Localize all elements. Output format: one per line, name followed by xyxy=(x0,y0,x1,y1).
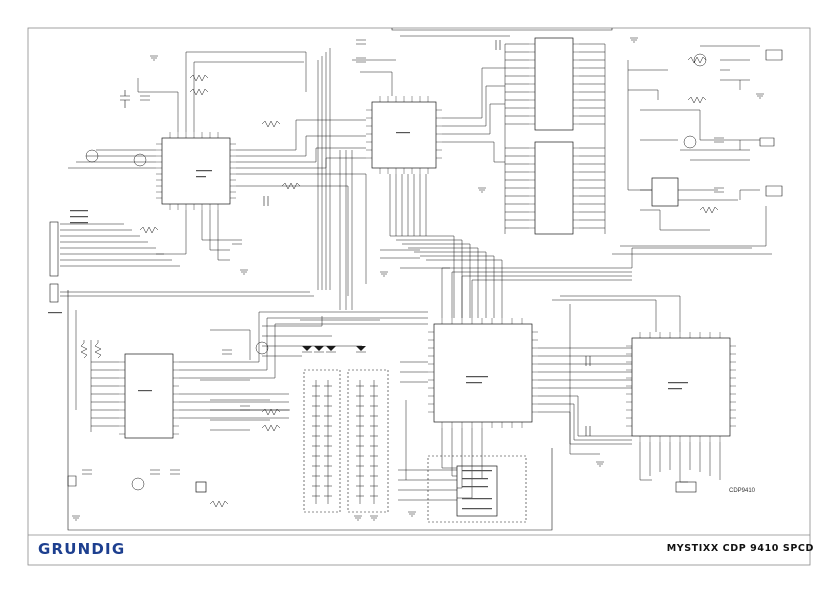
ic-dram-upper xyxy=(534,37,574,131)
transistors xyxy=(85,53,707,491)
capacitors xyxy=(82,39,724,475)
circuit-boundary xyxy=(67,28,613,531)
eeprom-frame xyxy=(427,455,527,523)
schematic-code: CDP9410 xyxy=(729,488,756,494)
ic-main-processor xyxy=(433,323,533,423)
ic-chips xyxy=(124,37,731,517)
ic-pins xyxy=(119,43,736,442)
ic-decoder xyxy=(371,101,437,169)
brand-logo: GRUNDIG xyxy=(38,540,126,558)
ic-amplifier xyxy=(651,177,679,207)
sheet-border xyxy=(27,27,811,566)
voltage-regulator xyxy=(195,481,207,493)
ic-microcontroller xyxy=(124,353,174,439)
ic-servo-processor xyxy=(631,337,731,437)
diode-matrix xyxy=(300,319,389,513)
ic-eeprom xyxy=(456,465,498,517)
resistors xyxy=(80,56,719,508)
bus-wiring xyxy=(60,35,772,501)
ic-dram-lower xyxy=(534,141,574,235)
ground-symbols xyxy=(72,37,764,521)
connectors xyxy=(49,49,783,493)
component-labels xyxy=(48,132,688,510)
model-title: MYSTIXX CDP 9410 SPCD xyxy=(666,543,814,554)
